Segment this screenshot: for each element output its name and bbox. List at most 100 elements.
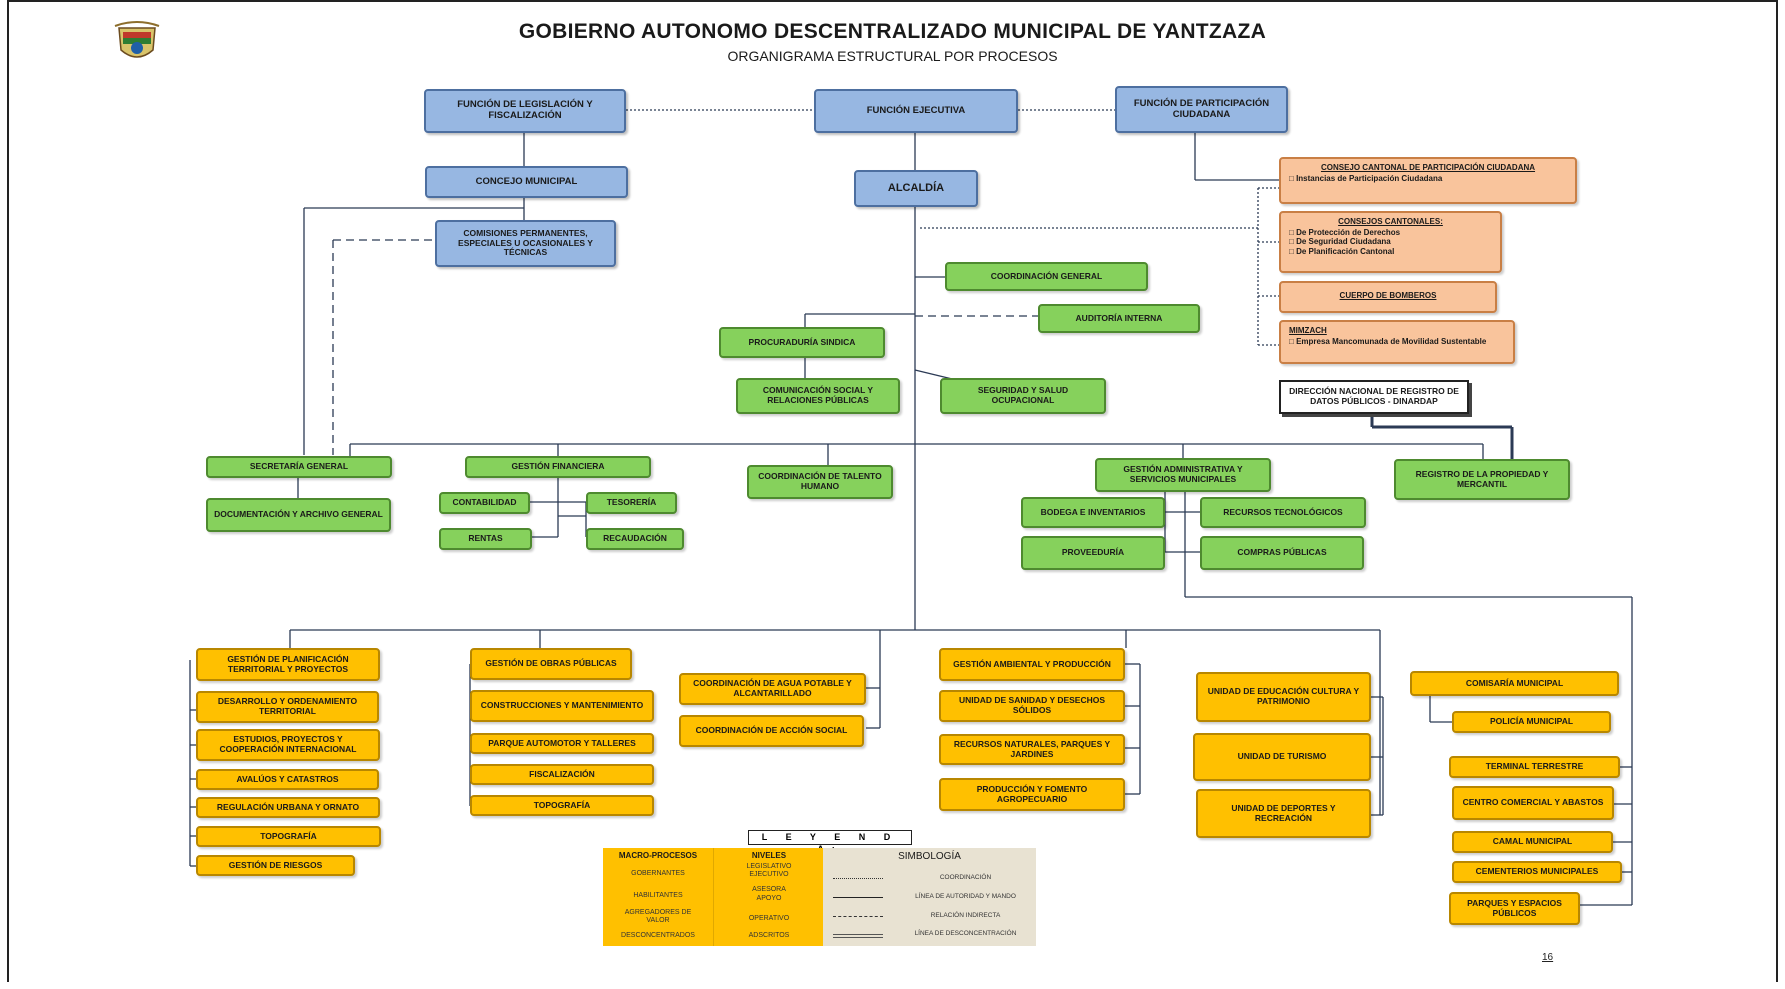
node-tesoreria: TESORERÍA bbox=[586, 492, 677, 514]
node-comisiones: COMISIONES PERMANENTES, ESPECIALES U OCA… bbox=[435, 220, 616, 267]
mimzach-item: Empresa Mancomunada de Movilidad Sustent… bbox=[1289, 337, 1486, 346]
node-parque-automotor: PARQUE AUTOMOTOR Y TALLERES bbox=[470, 733, 654, 754]
node-desarrollo: DESARROLLO Y ORDENAMIENTO TERRITORIAL bbox=[196, 691, 379, 723]
node-educacion: UNIDAD DE EDUCACIÓN CULTURA Y PATRIMONIO bbox=[1196, 672, 1371, 722]
node-accion-social: COORDINACIÓN DE ACCIÓN SOCIAL bbox=[679, 715, 864, 747]
node-concejo: CONCEJO MUNICIPAL bbox=[425, 166, 628, 198]
legend-symbol-label: LÍNEA DE AUTORIDAD Y MANDO bbox=[915, 893, 1016, 900]
consejo-cantonal-title: CONSEJO CANTONAL DE PARTICIPACIÓN CIUDAD… bbox=[1320, 163, 1536, 172]
node-mimzach: MIMZACH Empresa Mancomunada de Movilidad… bbox=[1279, 320, 1515, 364]
municipal-logo bbox=[113, 20, 161, 66]
legend: MACRO-PROCESOS GOBERNANTES HABILITANTES … bbox=[603, 848, 1036, 946]
legend-macro-item: AGREGADORES DE VALOR bbox=[624, 909, 692, 924]
legend-nivel-item: LEGISLATIVO bbox=[746, 863, 792, 870]
node-compras-publicas: COMPRAS PÚBLICAS bbox=[1200, 536, 1364, 570]
node-secretaria: SECRETARÍA GENERAL bbox=[206, 456, 392, 478]
legend-niveles-column: NIVELES LEGISLATIVO EJECUTIVO ASESORA AP… bbox=[713, 848, 824, 946]
node-legislacion: FUNCIÓN DE LEGISLACIÓN Y FISCALIZACIÓN bbox=[424, 89, 626, 133]
legend-simbologia-column: SIMBOLOGÍA COORDINACIÓN LÍNEA DE AUTORID… bbox=[823, 848, 1036, 946]
node-coordinacion-general: COORDINACIÓN GENERAL bbox=[945, 262, 1148, 291]
node-cementerios: CEMENTERIOS MUNICIPALES bbox=[1452, 861, 1622, 883]
node-auditoria: AUDITORÍA INTERNA bbox=[1038, 304, 1200, 333]
consejos-cantonales-title: CONSEJOS CANTONALES: bbox=[1338, 217, 1443, 226]
node-rentas: RENTAS bbox=[439, 528, 532, 550]
legend-symbol-autoridad: LÍNEA DE AUTORIDAD Y MANDO bbox=[823, 893, 1036, 903]
bomberos-label: CUERPO DE BOMBEROS bbox=[1339, 291, 1437, 301]
legend-symbol-label: COORDINACIÓN bbox=[939, 874, 992, 881]
node-camal: CAMAL MUNICIPAL bbox=[1452, 831, 1613, 853]
page-frame bbox=[7, 0, 1778, 982]
node-participacion: FUNCIÓN DE PARTICIPACIÓN CIUDADANA bbox=[1115, 86, 1288, 133]
node-comunicacion: COMUNICACIÓN SOCIAL Y RELACIONES PÚBLICA… bbox=[736, 378, 900, 414]
dotted-line-symbol bbox=[833, 878, 883, 879]
node-obras-publicas: GESTIÓN DE OBRAS PÚBLICAS bbox=[470, 648, 632, 680]
legend-nivel-item: ADSCRITOS bbox=[748, 932, 790, 939]
node-recaudacion: RECAUDACIÓN bbox=[586, 528, 684, 550]
node-bomberos: CUERPO DE BOMBEROS bbox=[1279, 281, 1497, 313]
legend-macro-item: DESCONCENTRADOS bbox=[621, 932, 695, 939]
node-dinardap: DIRECCIÓN NACIONAL DE REGISTRO DE DATOS … bbox=[1279, 380, 1469, 414]
node-riesgos: GESTIÓN DE RIESGOS bbox=[196, 855, 355, 876]
legend-nivel-item: OPERATIVO bbox=[748, 915, 790, 922]
node-topografia-2: TOPOGRAFÍA bbox=[470, 795, 654, 816]
node-talento-humano: COORDINACIÓN DE TALENTO HUMANO bbox=[747, 465, 893, 499]
node-comisaria: COMISARÍA MUNICIPAL bbox=[1410, 671, 1619, 696]
legend-symbol-label: RELACIÓN INDIRECTA bbox=[930, 912, 1001, 919]
node-estudios: ESTUDIOS, PROYECTOS Y COOPERACIÓN INTERN… bbox=[196, 729, 380, 761]
node-construcciones: CONSTRUCCIONES Y MANTENIMIENTO bbox=[470, 690, 654, 722]
node-bodega: BODEGA E INVENTARIOS bbox=[1021, 497, 1165, 528]
legend-title: L E Y E N D A: bbox=[748, 830, 912, 854]
node-produccion: PRODUCCIÓN Y FOMENTO AGROPECUARIO bbox=[939, 778, 1125, 811]
page-subtitle: ORGANIGRAMA ESTRUCTURAL POR PROCESOS bbox=[727, 48, 1058, 64]
dashed-line-symbol bbox=[833, 916, 883, 917]
node-contabilidad: CONTABILIDAD bbox=[439, 492, 530, 514]
node-topografia-1: TOPOGRAFÍA bbox=[196, 826, 381, 847]
node-gestion-financiera: GESTIÓN FINANCIERA bbox=[465, 456, 651, 478]
legend-macro-header: MACRO-PROCESOS bbox=[618, 851, 698, 860]
consejo-cantonal-item: Instancias de Participación Ciudadana bbox=[1289, 174, 1442, 183]
legend-nivel-item: EJECUTIVO bbox=[749, 871, 789, 878]
node-terminal: TERMINAL TERRESTRE bbox=[1449, 756, 1620, 778]
node-recursos-naturales: RECURSOS NATURALES, PARQUES Y JARDINES bbox=[939, 734, 1125, 765]
legend-symbol-desconcentracion: LÍNEA DE DESCONCENTRACIÓN bbox=[823, 930, 1036, 940]
page-title: GOBIERNO AUTONOMO DESCENTRALIZADO MUNICI… bbox=[518, 20, 1267, 43]
node-seguridad-salud: SEGURIDAD Y SALUD OCUPACIONAL bbox=[940, 378, 1106, 414]
legend-symbol-indirecta: RELACIÓN INDIRECTA bbox=[823, 912, 1036, 922]
node-proveeduria: PROVEEDURÍA bbox=[1021, 536, 1165, 570]
legend-niveles-header: NIVELES bbox=[751, 851, 787, 860]
node-funcion-ejecutiva: FUNCIÓN EJECUTIVA bbox=[814, 89, 1018, 133]
legend-macro-item: HABILITANTES bbox=[633, 892, 683, 899]
consejos-cantonales-item: De Seguridad Ciudadana bbox=[1289, 237, 1391, 246]
solid-line-symbol bbox=[833, 897, 883, 898]
double-line-symbol bbox=[833, 934, 883, 938]
page-number: 16 bbox=[1542, 952, 1554, 963]
node-ambiental: GESTIÓN AMBIENTAL Y PRODUCCIÓN bbox=[939, 648, 1125, 681]
legend-macro-item: GOBERNANTES bbox=[631, 870, 685, 877]
node-alcaldia: ALCALDÍA bbox=[854, 170, 978, 207]
legend-symbol-coordinacion: COORDINACIÓN bbox=[823, 874, 1036, 884]
node-agua-potable: COORDINACIÓN DE AGUA POTABLE Y ALCANTARI… bbox=[679, 673, 866, 705]
node-policia: POLICÍA MUNICIPAL bbox=[1452, 711, 1611, 733]
node-planificacion: GESTIÓN DE PLANIFICACIÓN TERRITORIAL Y P… bbox=[196, 648, 380, 681]
legend-nivel-item: APOYO bbox=[756, 895, 782, 902]
node-recursos-tecnologicos: RECURSOS TECNOLÓGICOS bbox=[1200, 497, 1366, 528]
mimzach-title: MIMZACH bbox=[1289, 326, 1327, 335]
consejos-cantonales-item: De Planificación Cantonal bbox=[1289, 247, 1394, 256]
consejos-cantonales-item: De Protección de Derechos bbox=[1289, 228, 1400, 237]
legend-symbol-label: LÍNEA DE DESCONCENTRACIÓN bbox=[914, 930, 1017, 937]
node-avaluos: AVALÚOS Y CATASTROS bbox=[196, 769, 379, 790]
node-parques: PARQUES Y ESPACIOS PÚBLICOS bbox=[1449, 892, 1580, 925]
legend-nivel-item: ASESORA bbox=[752, 886, 786, 893]
node-gestion-administrativa: GESTIÓN ADMINISTRATIVA Y SERVICIOS MUNIC… bbox=[1095, 458, 1271, 492]
node-centro-comercial: CENTRO COMERCIAL Y ABASTOS bbox=[1452, 786, 1614, 820]
node-turismo: UNIDAD DE TURISMO bbox=[1193, 733, 1371, 781]
node-sanidad: UNIDAD DE SANIDAD Y DESECHOS SÓLIDOS bbox=[939, 690, 1125, 722]
legend-macro-column: MACRO-PROCESOS GOBERNANTES HABILITANTES … bbox=[603, 848, 713, 946]
node-consejos-cantonales: CONSEJOS CANTONALES: De Protección de De… bbox=[1279, 211, 1502, 273]
node-registro-propiedad: REGISTRO DE LA PROPIEDAD Y MERCANTIL bbox=[1394, 459, 1570, 500]
legend-simbologia-header: SIMBOLOGÍA bbox=[898, 851, 961, 862]
node-documentacion: DOCUMENTACIÓN Y ARCHIVO GENERAL bbox=[206, 498, 391, 532]
node-regulacion: REGULACIÓN URBANA Y ORNATO bbox=[196, 797, 380, 818]
